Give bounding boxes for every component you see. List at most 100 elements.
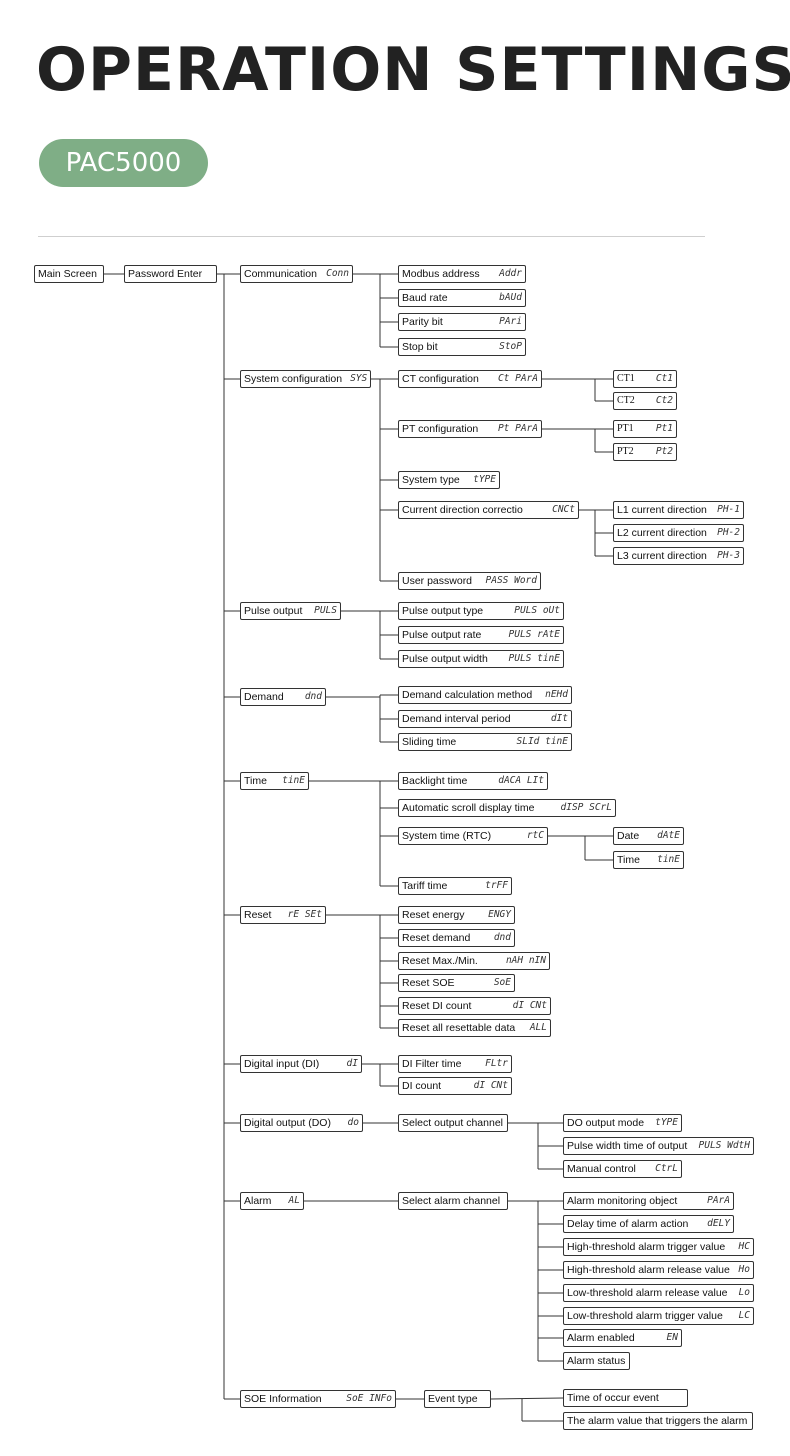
node-code: nEHd [545,689,568,700]
node-label: User password [402,575,473,587]
node-label: Manual control [567,1163,636,1175]
node-label: Tariff time [402,880,448,892]
node-code: rtC [526,830,544,841]
node-di: Digital input (DI)dI [240,1055,362,1073]
node-label: DI count [402,1080,442,1092]
node-l1: L1 current direction PH-1 [613,501,744,519]
node-label: Time [244,775,267,787]
node-label: Select alarm channel [402,1195,501,1207]
node-code: SLId tinE [516,736,568,747]
node-code: dI CNt [512,1000,547,1011]
node-code: Ho [738,1264,750,1275]
page-title: OPERATION SETTINGS [36,35,790,105]
node-code: dnd [493,932,511,943]
node-label: Alarm status [567,1355,626,1367]
node-ctcfg: CT configuration Ct PArA [398,370,542,388]
node-label: System type [402,474,460,486]
node-code: SYS [350,373,368,384]
node-code: Pt1 [655,423,673,434]
node-label: Demand calculation method [402,689,533,701]
node-code: do [347,1117,359,1128]
model-badge: PAC5000 [39,139,208,187]
node-code: nAH nIN [505,955,546,966]
node-code: dAtE [657,830,680,841]
node-code: PULS [314,605,337,616]
node-upw: User password PASS Word [398,572,541,590]
node-label: Low-threshold alarm trigger value [567,1310,723,1322]
node-addr: Modbus address Addr [398,265,526,283]
node-code: LC [738,1310,750,1321]
node-code: dISP SCrL [560,802,612,813]
node-label: Modbus address [402,268,480,280]
node-label: Alarm enabled [567,1332,635,1344]
node-code: PASS Word [485,575,537,586]
node-label: Time of occur event [567,1392,659,1404]
node-code: Ct PArA [497,373,538,384]
node-label: Main Screen [38,268,97,280]
node-code: Addr [499,268,522,279]
node-code: Lo [738,1287,750,1298]
node-label: Date [617,830,640,842]
node-label: Alarm monitoring object [567,1195,678,1207]
node-rdemand: Reset demand dnd [398,929,515,947]
connector-line [490,1397,564,1400]
node-label: Pulse width time of output [567,1140,688,1152]
node-code: tinE [657,854,680,865]
node-code: CNCt [552,504,575,515]
node-label: CT2 [617,395,635,406]
node-code: Ct1 [655,373,673,384]
node-label: Demand [244,691,284,703]
node-label: Reset [244,909,272,921]
node-code: Conn [326,268,349,279]
node-label: Baud rate [402,292,448,304]
node-tim2: Time tinE [613,851,684,869]
node-code: ENGY [488,909,511,920]
node-code: dIt [550,713,568,724]
node-label: System configuration [244,373,343,385]
node-label: Alarm [244,1195,272,1207]
node-label: L3 current direction [617,550,707,562]
node-label: DI Filter time [402,1058,462,1070]
node-code: trFF [485,880,508,891]
node-rmax: Reset Max./Min. nAH nIN [398,952,550,970]
divider [38,236,705,237]
node-code: AL [288,1195,300,1206]
node-label: Reset SOE [402,977,455,989]
node-code: PH-3 [717,550,740,561]
node-code: ALL [529,1022,547,1033]
node-code: HC [738,1241,750,1252]
node-label: CT configuration [402,373,479,385]
node-label: Reset demand [402,932,471,944]
node-rtc: System time (RTC)rtC [398,827,548,845]
node-label: Pulse output type [402,605,484,617]
node-sys: System configuration SYS [240,370,371,388]
node-selalarm: Select alarm channel [398,1192,508,1210]
node-code: dI CNt [473,1080,508,1091]
node-tariff: Tariff time trFF [398,877,512,895]
node-main: Main Screen [34,265,104,283]
node-pwd: Password Enter [124,265,217,283]
node-code: SoE [493,977,511,988]
node-label: Pulse output width [402,653,488,665]
node-label: L1 current direction [617,504,707,516]
node-label: Digital output (DO) [244,1117,331,1129]
node-code: PH-1 [717,504,740,515]
node-label: Time [617,854,640,866]
node-code: PULS oUt [514,605,560,616]
node-dicount: DI count dI CNt [398,1077,512,1095]
node-label: Reset Max./Min. [402,955,478,967]
